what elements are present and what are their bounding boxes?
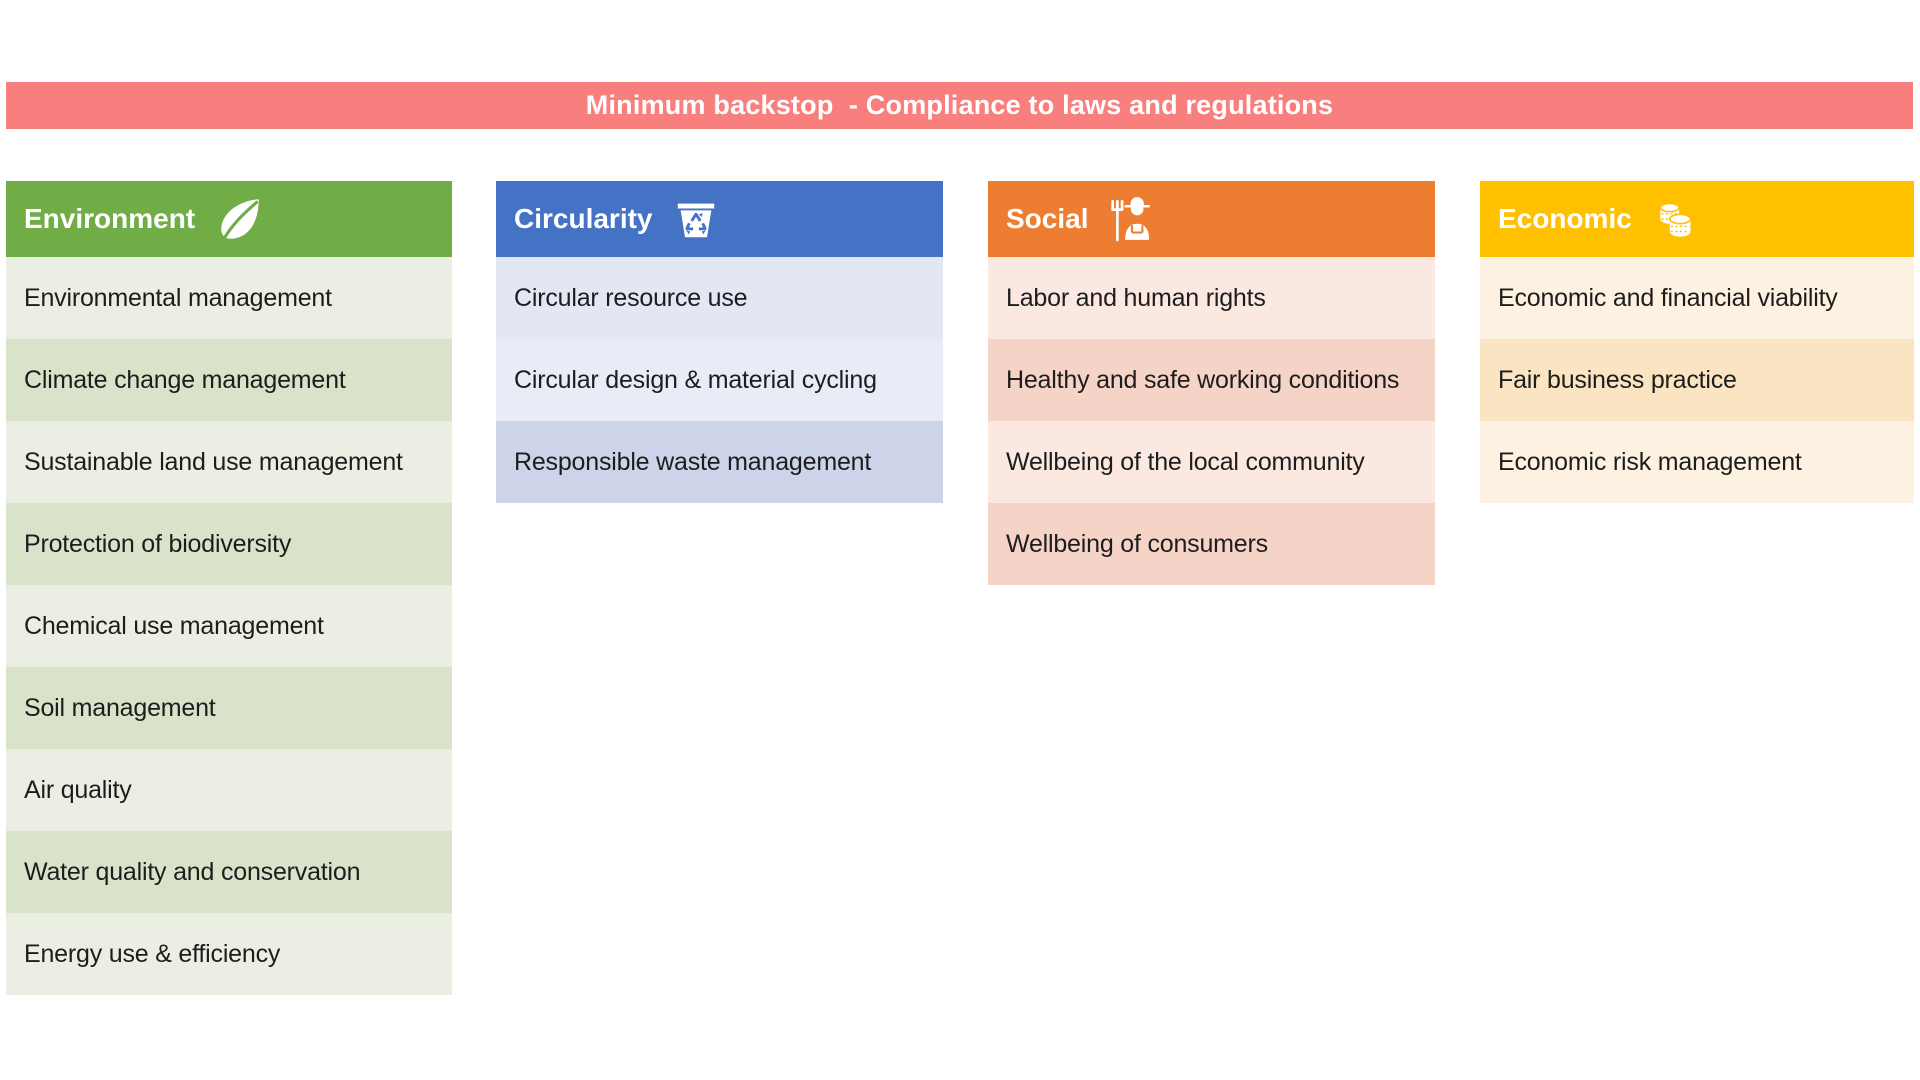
circularity-header: Circularity [496, 181, 943, 257]
social-column: Social [988, 181, 1435, 585]
list-item: Circular resource use [496, 257, 943, 339]
leaf-icon [215, 194, 265, 244]
list-item: Healthy and safe working conditions [988, 339, 1435, 421]
environment-column: Environment Environmental management Cli… [6, 181, 452, 995]
recycle-bin-icon [673, 196, 719, 242]
list-item: Economic and financial viability [1480, 257, 1914, 339]
list-item: Labor and human rights [988, 257, 1435, 339]
economic-title: Economic [1498, 203, 1632, 234]
list-item: Protection of biodiversity [6, 503, 452, 585]
list-item: Water quality and conservation [6, 831, 452, 913]
list-item: Economic risk management [1480, 421, 1914, 503]
circularity-column: Circularity Cir [496, 181, 943, 503]
list-item: Energy use & efficiency [6, 913, 452, 995]
environment-title: Environment [24, 203, 196, 234]
compliance-banner-text: Minimum backstop - Compliance to laws an… [585, 90, 1334, 120]
list-item: Environmental management [6, 257, 452, 339]
list-item: Wellbeing of the local community [988, 421, 1435, 503]
list-item: Circular design & material cycling [496, 339, 943, 421]
list-item: Sustainable land use management [6, 421, 452, 503]
social-header: Social [988, 181, 1435, 257]
circularity-title: Circularity [514, 203, 653, 234]
social-title: Social [1006, 203, 1089, 234]
economic-column: Economic [1480, 181, 1914, 503]
environment-header: Environment [6, 181, 452, 257]
list-item: Climate change management [6, 339, 452, 421]
farmer-icon [1108, 194, 1158, 244]
economic-header: Economic [1480, 181, 1914, 257]
compliance-banner: Minimum backstop - Compliance to laws an… [6, 82, 1913, 129]
list-item: Responsible waste management [496, 421, 943, 503]
list-item: Wellbeing of consumers [988, 503, 1435, 585]
coins-icon [1652, 194, 1702, 244]
list-item: Chemical use management [6, 585, 452, 667]
list-item: Air quality [6, 749, 452, 831]
list-item: Soil management [6, 667, 452, 749]
list-item: Fair business practice [1480, 339, 1914, 421]
